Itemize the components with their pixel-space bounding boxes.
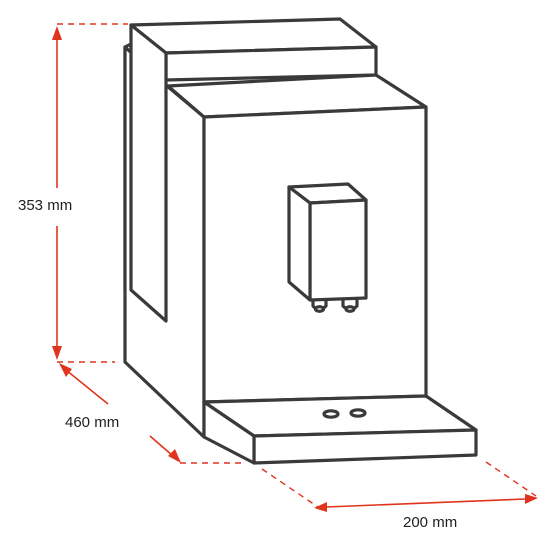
nozzle-tip-left [313,305,326,313]
drip-tray-hole-right [349,408,367,418]
width-arrow-right [525,494,538,504]
top-lid-front [164,45,378,82]
width-dimension: 200 mm [261,461,538,531]
nozzle-tip-right [344,305,356,313]
depth-arrow-bottom [168,449,181,463]
width-extension-right [485,461,537,497]
top-lid-side [129,23,168,323]
spout-front [308,198,368,302]
spout-side [287,185,312,302]
drip-tray-hole-left [322,409,340,419]
drip-tray-side [202,400,256,465]
width-extension-left [261,468,319,508]
width-arrow-left [314,502,327,512]
width-label: 200 mm [403,514,457,531]
width-line [325,498,527,508]
depth-line-upper [65,369,109,405]
height-label: 353 mm [18,197,72,214]
depth-line-lower [149,435,174,457]
height-dimension: 353 mm [18,23,128,363]
height-arrow-top [52,26,62,40]
depth-arrow-top [59,363,72,377]
depth-label: 460 mm [65,414,119,431]
depth-dimension: 460 mm [59,363,246,464]
height-arrow-bottom [52,346,62,360]
drip-tray-front [252,428,478,465]
coffee-spout [287,182,368,313]
